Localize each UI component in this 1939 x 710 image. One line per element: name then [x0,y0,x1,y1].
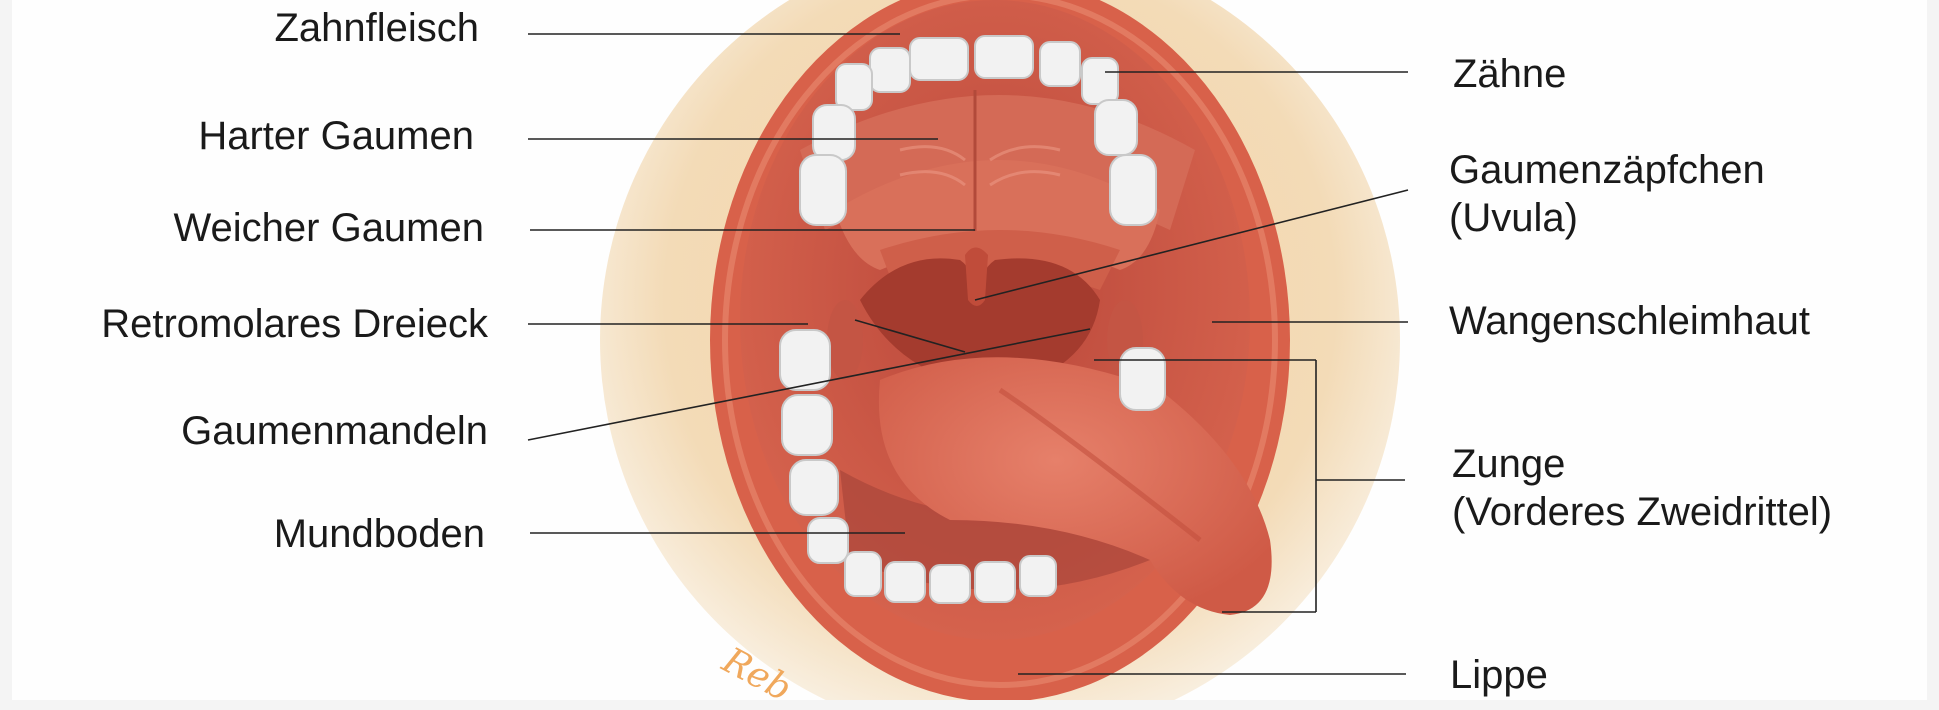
label-zaehne: Zähne [1453,50,1566,98]
label-retromolares-dreieck: Retromolares Dreieck [101,300,488,348]
tonsil-left [827,300,863,380]
label-gaumenmandeln: Gaumenmandeln [181,407,488,455]
label-zahnfleisch: Zahnfleisch [274,4,479,52]
label-zunge-line2: (Vorderes Zweidrittel) [1452,488,1832,536]
label-wangenschleimhaut: Wangenschleimhaut [1449,297,1810,345]
label-zunge: Zunge (Vorderes Zweidrittel) [1452,440,1832,536]
label-gaumenzaepfchen-line1: Gaumenzäpfchen [1449,146,1765,194]
label-harter-gaumen: Harter Gaumen [198,112,474,160]
label-gaumenzaepfchen: Gaumenzäpfchen (Uvula) [1449,146,1765,242]
label-lippe: Lippe [1450,651,1548,699]
label-gaumenzaepfchen-line2: (Uvula) [1449,194,1765,242]
label-mundboden: Mundboden [274,510,485,558]
label-zunge-line1: Zunge [1452,440,1832,488]
label-weicher-gaumen: Weicher Gaumen [173,204,484,252]
